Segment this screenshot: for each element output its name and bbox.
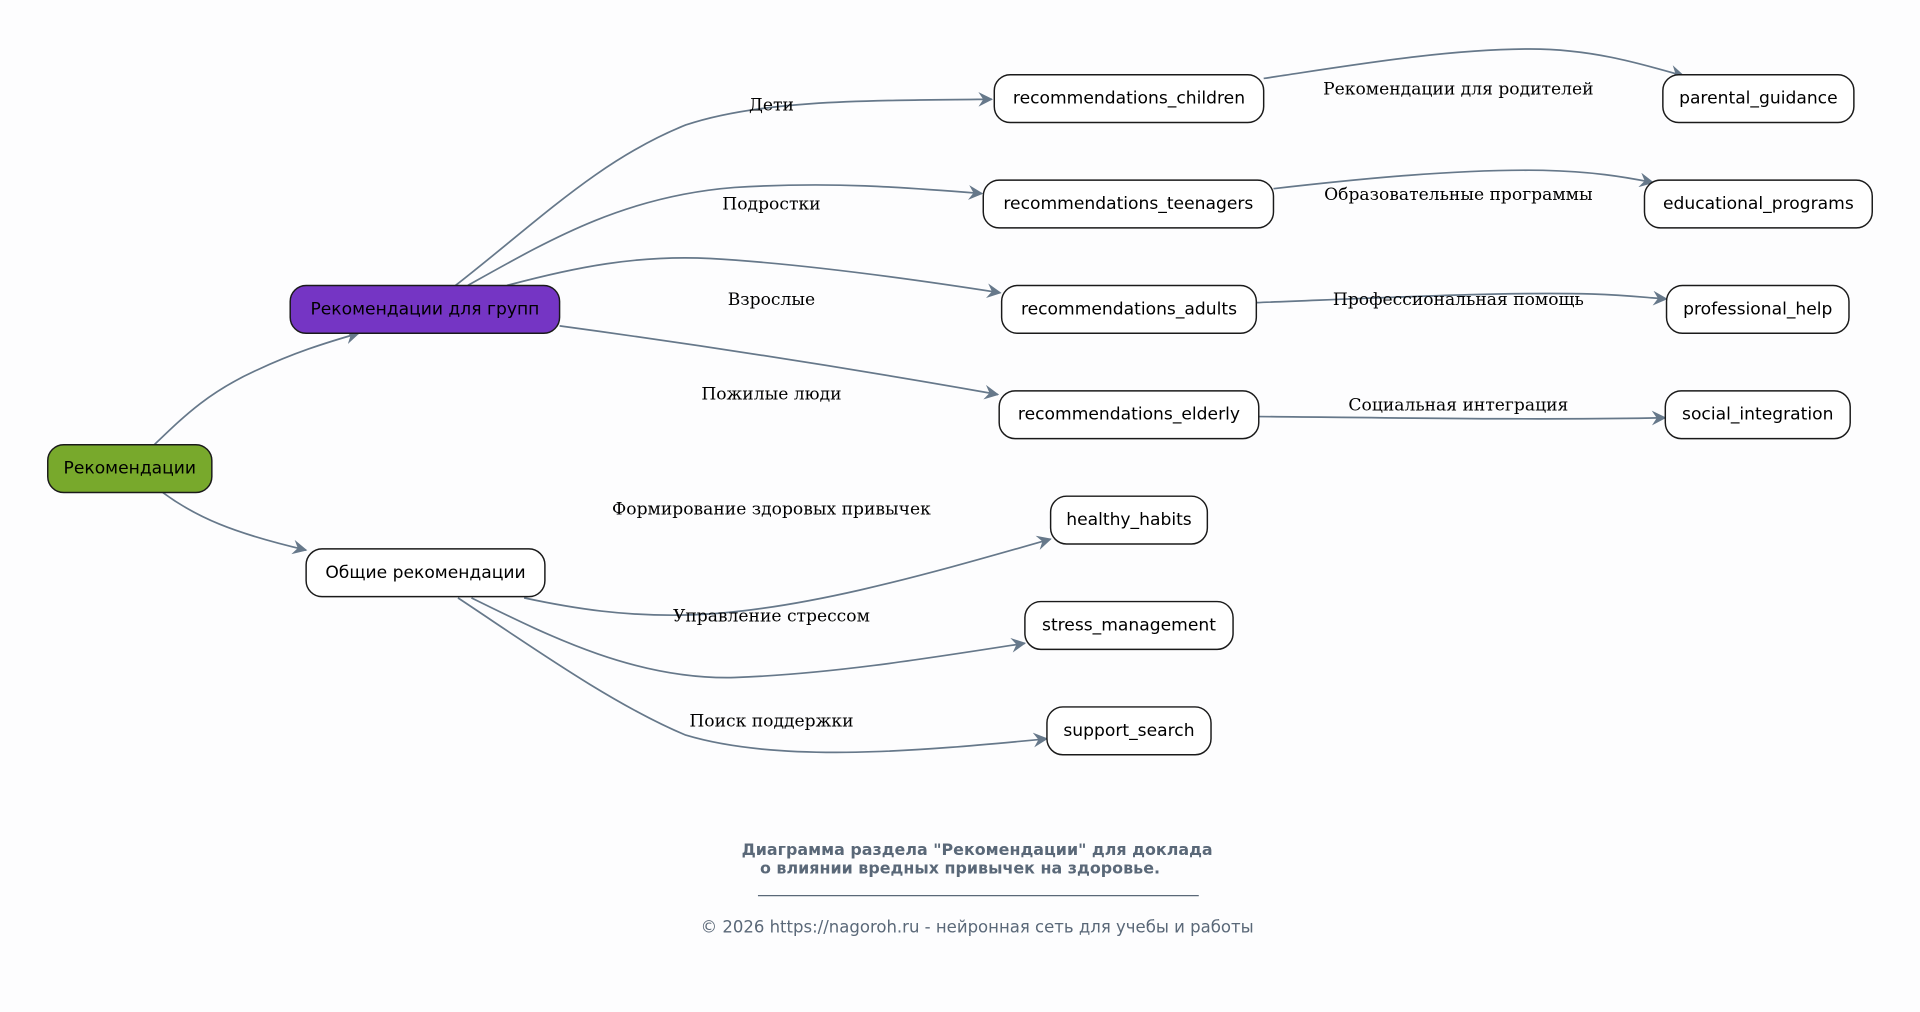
node-box-elderly[interactable]	[998, 390, 1260, 440]
node-educational[interactable]: educational_programs	[1643, 179, 1873, 229]
edge-groups-to-teenagers	[467, 184, 984, 287]
node-adults[interactable]: recommendations_adults	[1000, 284, 1258, 334]
node-label-elderly: recommendations_elderly	[1018, 405, 1240, 425]
edge-label-elderly: Пожилые люди	[701, 385, 841, 405]
edges-layer	[153, 48, 1685, 754]
edge-label-adults: Взрослые	[728, 290, 815, 310]
edge-label-parental: Рекомендации для родителей	[1323, 79, 1593, 99]
node-box-adults[interactable]	[1000, 284, 1258, 334]
node-parental[interactable]: parental_guidance	[1662, 74, 1855, 124]
node-label-adults: recommendations_adults	[1021, 299, 1237, 319]
edge-label-professional: Профессиональная помощь	[1333, 290, 1584, 310]
node-healthy[interactable]: healthy_habits	[1049, 495, 1209, 545]
node-box-root[interactable]	[47, 444, 213, 494]
edge-root-to-general	[162, 491, 308, 555]
node-stress[interactable]: stress_management	[1024, 600, 1234, 651]
node-children[interactable]: recommendations_children	[993, 74, 1265, 124]
node-label-educational: educational_programs	[1663, 194, 1854, 214]
node-box-groups[interactable]	[289, 284, 561, 334]
node-box-children[interactable]	[993, 74, 1265, 124]
edge-teenagers-to-educational	[1273, 169, 1655, 190]
node-box-teenagers[interactable]	[982, 179, 1275, 229]
node-label-stress: stress_management	[1042, 615, 1216, 635]
node-elderly[interactable]: recommendations_elderly	[998, 390, 1260, 440]
edge-label-educational: Образовательные программы	[1324, 185, 1593, 205]
edge-general-to-stress	[471, 597, 1027, 679]
caption-line-2: о влиянии вредных привычек на здоровье.	[760, 859, 1160, 878]
footer-copyright: © 2026 https://nagoroh.ru - нейронная се…	[701, 917, 1254, 936]
nodes-layer: Рекомендации Рекомендации для группОбщие …	[47, 74, 1873, 756]
edge-label-healthy: Формирование здоровых привычек	[612, 500, 931, 520]
node-label-root: Рекомендации	[64, 459, 197, 479]
node-groups[interactable]: Рекомендации для групп	[289, 284, 561, 334]
node-box-social[interactable]	[1664, 390, 1851, 440]
edge-groups-to-children	[454, 92, 994, 287]
node-label-general: Общие рекомендации	[325, 563, 525, 583]
node-box-healthy[interactable]	[1049, 495, 1209, 545]
edge-label-teenagers: Подростки	[722, 195, 820, 215]
edge-general-to-healthy	[523, 535, 1052, 617]
node-box-parental[interactable]	[1662, 74, 1855, 124]
node-social[interactable]: social_integration	[1664, 390, 1851, 440]
node-label-children: recommendations_children	[1013, 89, 1245, 109]
node-box-stress[interactable]	[1024, 600, 1234, 651]
edge-groups-to-elderly	[559, 325, 1000, 400]
edge-root-to-groups	[153, 329, 360, 446]
node-box-support[interactable]	[1046, 706, 1212, 756]
node-general[interactable]: Общие рекомендации	[305, 548, 546, 598]
node-professional[interactable]: professional_help	[1665, 284, 1850, 334]
edge-elderly-to-social	[1258, 410, 1667, 426]
node-label-healthy: healthy_habits	[1066, 510, 1192, 530]
node-teenagers[interactable]: recommendations_teenagers	[982, 179, 1275, 229]
edge-label-social: Социальная интеграция	[1348, 396, 1568, 416]
node-root[interactable]: Рекомендации	[47, 444, 213, 494]
edge-general-to-support	[457, 597, 1049, 754]
edge-children-to-parental	[1263, 48, 1685, 80]
node-label-teenagers: recommendations_teenagers	[1003, 194, 1253, 214]
node-box-professional[interactable]	[1665, 284, 1850, 334]
edge-label-support: Поиск поддержки	[689, 712, 853, 732]
edge-label-stress: Управление стрессом	[673, 606, 870, 626]
node-box-educational[interactable]	[1643, 179, 1873, 229]
edge-label-children: Дети	[749, 95, 794, 115]
node-label-support: support_search	[1063, 721, 1194, 741]
node-support[interactable]: support_search	[1046, 706, 1212, 756]
node-label-social: social_integration	[1682, 405, 1833, 425]
caption-line-1: Диаграмма раздела "Рекомендации" для док…	[742, 840, 1213, 859]
node-label-groups: Рекомендации для групп	[310, 299, 539, 319]
node-box-general[interactable]	[305, 548, 546, 598]
edge-adults-to-professional	[1256, 290, 1668, 306]
node-label-professional: professional_help	[1683, 299, 1832, 319]
node-label-parental: parental_guidance	[1679, 89, 1838, 109]
diagram-caption: Диаграмма раздела "Рекомендации" для док…	[701, 840, 1254, 936]
edge-groups-to-adults	[506, 257, 1002, 299]
